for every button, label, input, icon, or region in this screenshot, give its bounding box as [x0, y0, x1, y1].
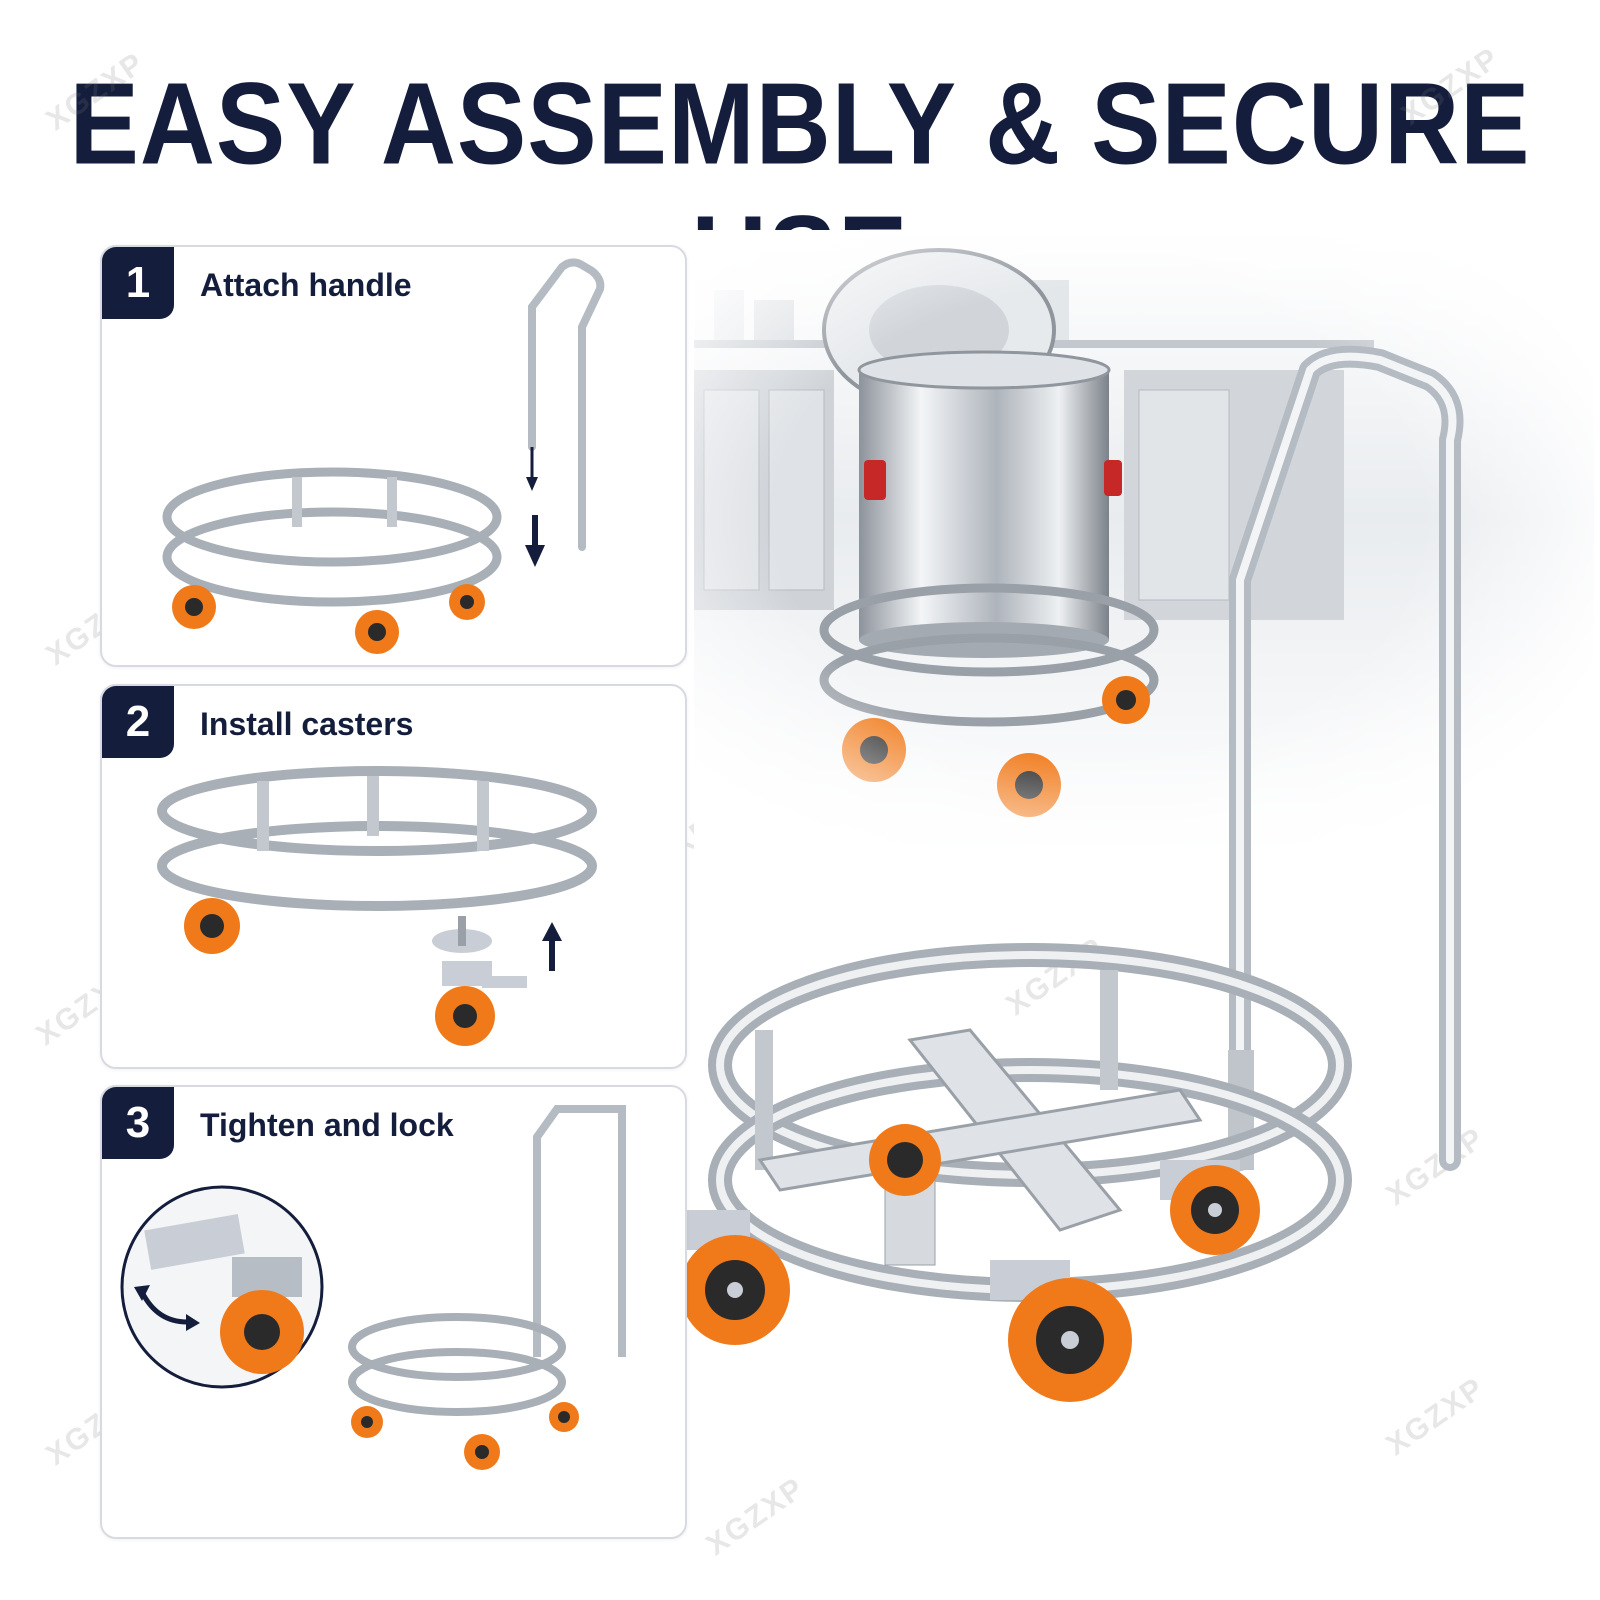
step-3-panel: 3 Tighten and lock	[100, 1085, 687, 1539]
step-number: 1	[102, 247, 174, 319]
step-label: Attach handle	[200, 267, 412, 303]
cart-main-photo	[660, 330, 1520, 1415]
tighten-and-lock-illustration	[120, 1105, 626, 1470]
step-1-panel: 1 Attach handle	[100, 245, 687, 667]
step-label: Tighten and lock	[200, 1107, 454, 1143]
step-number: 3	[102, 1087, 174, 1159]
step-number: 2	[102, 686, 174, 758]
step-2-panel: 2 Install casters	[100, 684, 687, 1069]
install-casters-illustration	[157, 766, 597, 1046]
attach-handle-illustration	[162, 258, 605, 654]
step-label: Install casters	[200, 706, 414, 742]
watermark: XGZXP	[700, 1471, 811, 1563]
